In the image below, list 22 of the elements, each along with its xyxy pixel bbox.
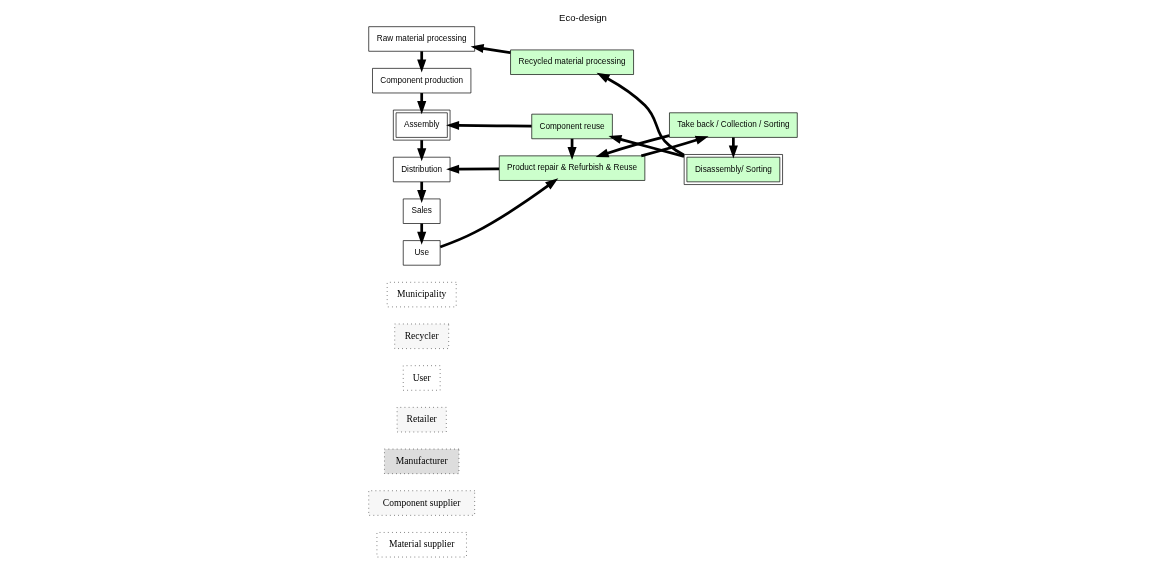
arrow (417, 51, 427, 73)
arrow (728, 137, 738, 159)
node-box: Retailer (396, 407, 447, 433)
arrow (470, 44, 511, 55)
node-box: Component supplier (368, 490, 475, 516)
arrow (417, 140, 427, 162)
node-box: Manufacturer (384, 448, 460, 474)
arrow (417, 223, 427, 245)
arrow (608, 135, 685, 158)
arrow (417, 181, 427, 203)
arrow (446, 120, 532, 130)
arrow (439, 178, 559, 249)
node-box: User (402, 365, 441, 391)
arrow (417, 93, 427, 115)
node-box: Material supplier (376, 532, 467, 558)
node-box: Municipality (386, 281, 457, 308)
arrow (595, 134, 670, 158)
arrow (446, 164, 500, 174)
arrow (596, 72, 685, 157)
diagram-title: Eco-design (559, 12, 607, 24)
arrow (640, 135, 709, 158)
node-box: Recycler (394, 323, 450, 349)
